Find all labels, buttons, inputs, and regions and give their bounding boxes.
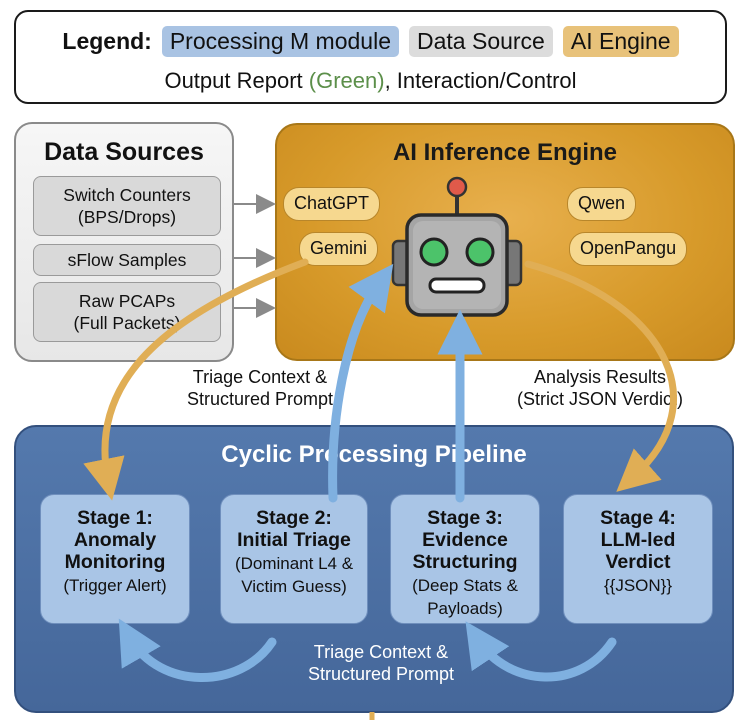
- stage-4-box: Stage 4: LLM-led Verdict {{JSON}}: [563, 494, 713, 624]
- data-sources-title: Data Sources: [44, 138, 204, 166]
- model-chip-gemini: Gemini: [299, 232, 379, 266]
- data-source-line: (BPS/Drops): [77, 207, 177, 227]
- label-line: Analysis Results: [533, 367, 667, 387]
- label-line: Triage Context &: [192, 367, 328, 387]
- data-source-line: (Full Packets): [73, 313, 181, 333]
- stage-title-line: Stage 3:: [427, 507, 503, 529]
- ai-engine-title: AI Inference Engine: [392, 139, 618, 166]
- model-chip-qwen: Qwen: [567, 187, 637, 221]
- triage-top-label: Triage Context & Structured Prompt: [150, 366, 370, 410]
- model-chip-chatgpt: ChatGPT: [283, 187, 381, 221]
- triage-bottom-label: Triage Context & Structured Prompt: [256, 641, 506, 685]
- stage-title-line: Initial Triage: [237, 529, 351, 551]
- stage-title-line: Monitoring: [64, 551, 166, 573]
- stage-title-line: Anomaly: [73, 529, 157, 551]
- pipeline-panel: Cyclic Processing Pipeline Stage 1: Anom…: [14, 425, 734, 713]
- ai-engine-panel: AI Inference Engine ChatGPT Gemini Qwen …: [275, 123, 735, 361]
- stage-desc-line: Payloads): [427, 599, 503, 618]
- data-source-raw-pcaps: Raw PCAPs (Full Packets): [33, 282, 221, 342]
- legend-output-suffix: , Interaction/Control: [384, 68, 577, 93]
- stage-2-box: Stage 2: Initial Triage (Dominant L4 & V…: [220, 494, 368, 624]
- label-line: Structured Prompt: [307, 664, 455, 684]
- stage-title-line: Stage 4:: [600, 507, 676, 529]
- data-sources-panel: Data Sources Switch Counters (BPS/Drops)…: [14, 122, 234, 362]
- data-source-switch-counters: Switch Counters (BPS/Drops): [33, 176, 221, 236]
- stage-title-line: Evidence: [422, 529, 508, 551]
- legend-ai-engine-chip: AI Engine: [562, 26, 679, 57]
- legend-row: Legend: Processing M module Data Source …: [16, 26, 725, 57]
- stage-title-line: Stage 1:: [77, 507, 153, 529]
- data-source-line: Switch Counters: [63, 185, 191, 205]
- legend-output-green: (Green): [308, 68, 385, 93]
- legend-title: Legend:: [62, 28, 152, 54]
- label-line: Structured Prompt: [186, 389, 334, 409]
- legend-box: Legend: Processing M module Data Source …: [14, 10, 727, 104]
- legend-output-prefix: Output Report: [164, 68, 309, 93]
- stage-desc-line: {{JSON}}: [603, 576, 673, 595]
- stage-desc-line: (Trigger Alert): [63, 576, 167, 595]
- legend-data-source-chip: Data Source: [409, 26, 553, 57]
- label-line: Triage Context &: [313, 642, 449, 662]
- pipeline-title: Cyclic Processing Pipeline: [221, 441, 527, 468]
- data-source-line: Raw PCAPs: [78, 291, 176, 311]
- stage-1-box: Stage 1: Anomaly Monitoring (Trigger Ale…: [40, 494, 190, 624]
- data-source-line: sFlow Samples: [67, 250, 187, 270]
- results-label: Analysis Results (Strict JSON Verdict): [490, 366, 710, 410]
- stage-title-line: Verdict: [605, 551, 671, 573]
- legend-processing-chip: Processing M module: [161, 26, 399, 57]
- stage-desc-line: (Dominant L4 &: [234, 554, 354, 573]
- stage-desc-line: Victim Guess): [241, 577, 347, 596]
- legend-output-row: Output Report (Green), Interaction/Contr…: [16, 68, 725, 94]
- stage-title-line: Stage 2:: [256, 507, 332, 529]
- label-line: (Strict JSON Verdict): [516, 389, 684, 409]
- data-source-sflow: sFlow Samples: [33, 244, 221, 276]
- stage-desc-line: (Deep Stats &: [412, 576, 518, 595]
- stage-title-line: Structuring: [412, 551, 518, 573]
- robot-icon: [391, 176, 523, 317]
- model-chip-openpangu: OpenPangu: [569, 232, 688, 266]
- stage-title-line: LLM-led: [600, 529, 676, 551]
- stage-3-box: Stage 3: Evidence Structuring (Deep Stat…: [390, 494, 540, 624]
